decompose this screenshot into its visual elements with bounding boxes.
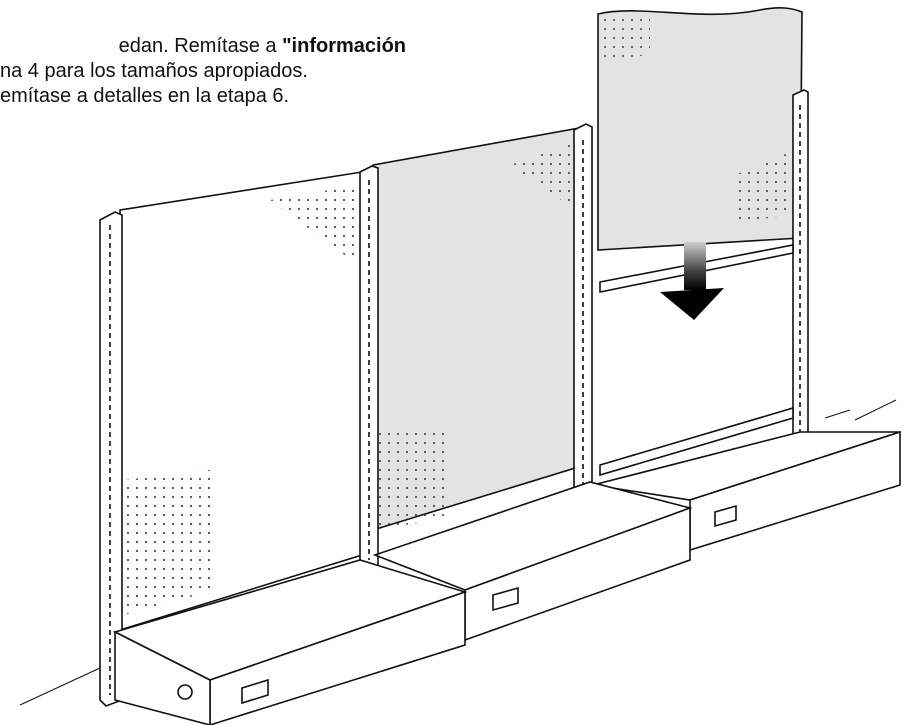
top-panel	[597, 7, 803, 251]
instruction-line-1-bold: "información	[282, 35, 406, 57]
middle-panel	[372, 126, 586, 532]
floor-lines	[19, 399, 897, 706]
instruction-line-1: edan. Remítase a "información	[0, 34, 420, 59]
left-panel	[119, 171, 363, 632]
uprights	[99, 89, 809, 707]
base-units	[112, 430, 901, 725]
instruction-text: edan. Remítase a "información na 4 para …	[0, 34, 420, 109]
instruction-line-3: emítase a detalles en la etapa 6.	[0, 85, 290, 107]
instruction-line-1-text: edan. Remítase a	[118, 35, 283, 57]
instruction-line-2: na 4 para los tamaños apropiados.	[0, 60, 308, 82]
down-arrow-icon	[660, 242, 724, 320]
